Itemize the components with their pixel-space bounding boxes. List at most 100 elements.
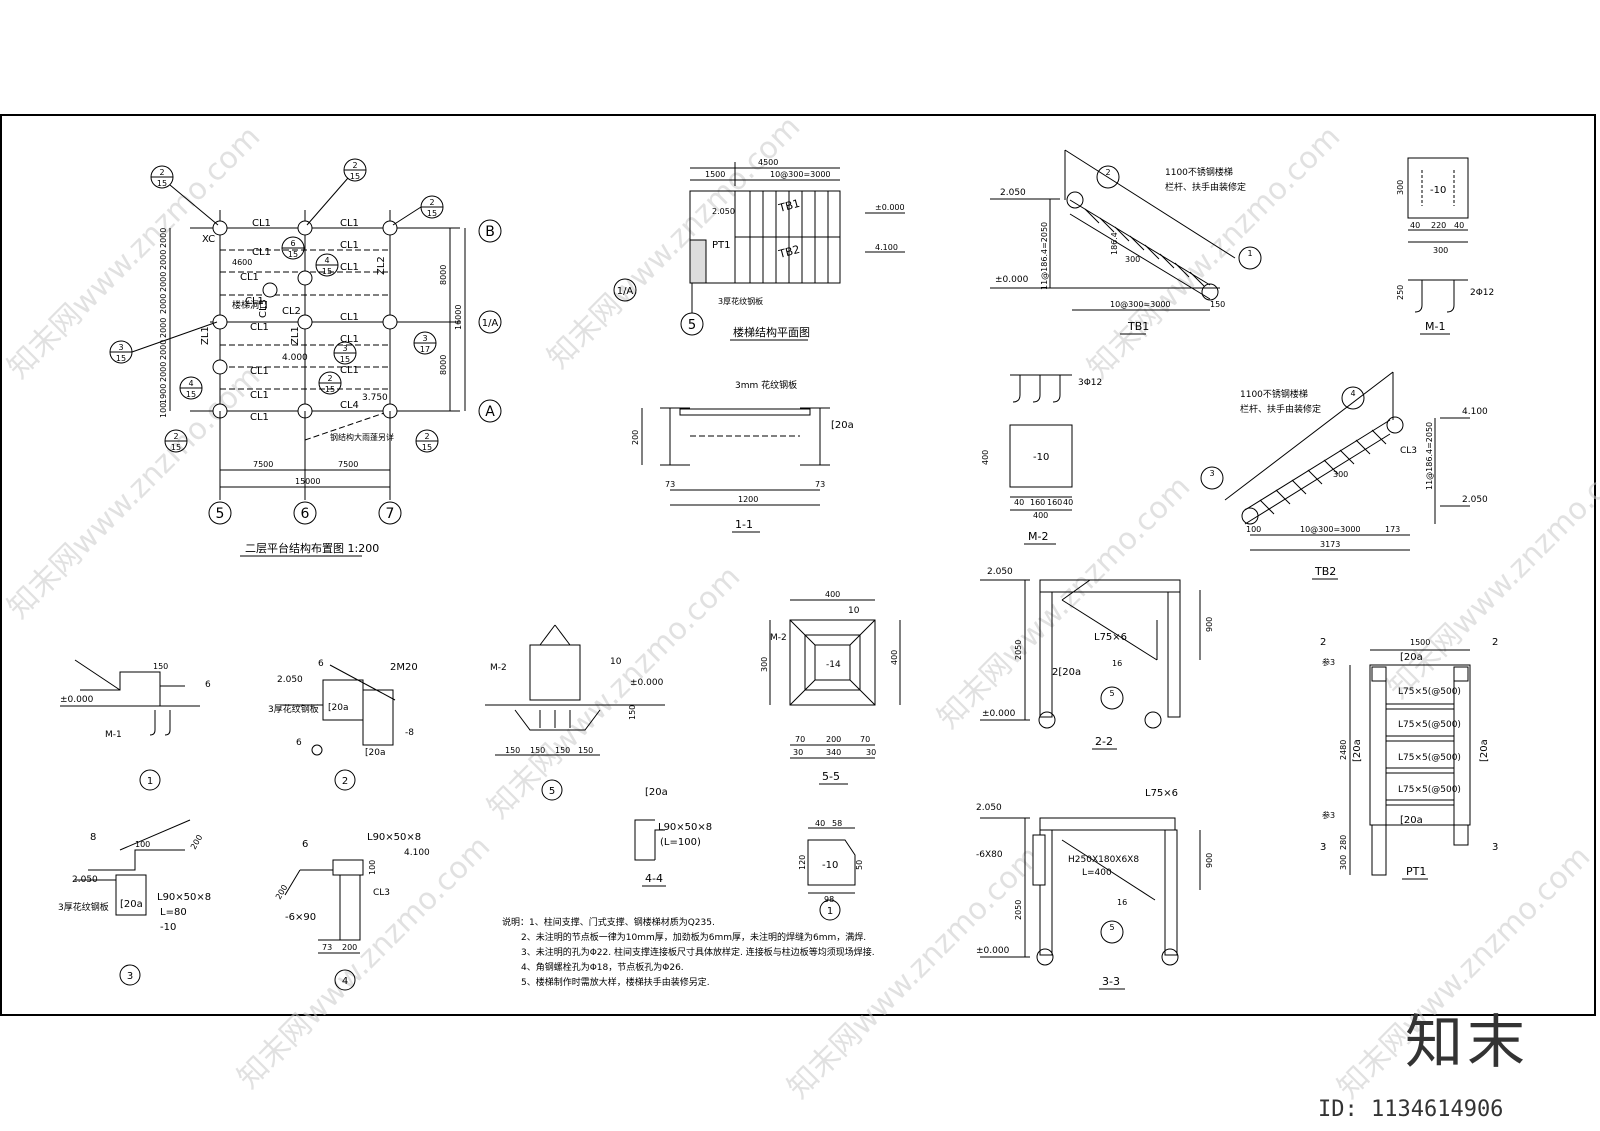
svg-text:120: 120 [798, 855, 807, 870]
svg-text:知末网www.znzmo.com: 知末网www.znzmo.com [231, 829, 497, 1095]
svg-text:73: 73 [665, 480, 675, 489]
svg-text:[20a: [20a [645, 787, 668, 798]
svg-text:150: 150 [578, 746, 593, 755]
svg-text:100: 100 [1246, 525, 1261, 534]
svg-text:40: 40 [1014, 498, 1024, 507]
drawing-frame [0, 114, 1596, 1016]
svg-text:TB1: TB1 [1127, 320, 1149, 333]
svg-text:300: 300 [1339, 855, 1348, 870]
svg-text:1500: 1500 [705, 170, 725, 179]
svg-text:L75×5(@500): L75×5(@500) [1398, 785, 1461, 795]
svg-text:98: 98 [824, 895, 834, 904]
svg-text:H250X180X6X8: H250X180X6X8 [1068, 855, 1139, 865]
svg-text:3、未注明的孔为Φ22. 柱间支撑连接板尺寸具体放样定. 连: 3、未注明的孔为Φ22. 柱间支撑连接板尺寸具体放样定. 连接板与柱边板等均须现… [521, 946, 875, 958]
svg-text:2050: 2050 [1014, 900, 1023, 920]
svg-text:2: 2 [429, 198, 434, 207]
svg-text:7500: 7500 [253, 460, 273, 469]
pt1-view: 1500 [20a L75×5(@500) L75×5(@500) L75×5(… [1320, 637, 1498, 880]
svg-text:3厚花纹钢板: 3厚花纹钢板 [268, 703, 319, 715]
svg-text:ZL2: ZL2 [376, 256, 387, 275]
svg-text:L90×50×8: L90×50×8 [658, 822, 712, 833]
svg-text:参3: 参3 [1322, 810, 1335, 820]
svg-text:2.050: 2.050 [72, 875, 98, 885]
svg-text:5: 5 [688, 318, 696, 333]
svg-text:4-4: 4-4 [645, 872, 663, 885]
svg-text:2000: 2000 [159, 272, 168, 292]
svg-text:CL1: CL1 [250, 412, 269, 423]
svg-text:70: 70 [795, 735, 805, 744]
svg-text:58: 58 [832, 819, 842, 828]
svg-text:1100不锈钢楼梯: 1100不锈钢楼梯 [1165, 166, 1233, 178]
svg-text:4.000: 4.000 [282, 353, 308, 363]
svg-text:15: 15 [171, 443, 181, 452]
svg-text:知末网www.znzmo.com: 知末网www.znzmo.com [781, 839, 1047, 1105]
svg-text:±0.000: ±0.000 [630, 678, 664, 688]
svg-text:15: 15 [116, 354, 126, 363]
svg-text:PT1: PT1 [1406, 865, 1426, 878]
svg-text:400: 400 [981, 450, 990, 465]
svg-text:[20a: [20a [1400, 815, 1423, 826]
svg-text:50: 50 [855, 860, 864, 870]
svg-text:100: 100 [159, 403, 168, 418]
svg-text:3.750: 3.750 [362, 393, 388, 403]
svg-text:220: 220 [1431, 221, 1446, 230]
svg-text:2480: 2480 [1339, 740, 1348, 760]
svg-text:1: 1 [1247, 249, 1252, 258]
svg-text:4600: 4600 [232, 258, 252, 267]
svg-text:L=80: L=80 [160, 907, 187, 918]
svg-text:16: 16 [1112, 659, 1122, 668]
svg-text:2: 2 [327, 374, 332, 383]
svg-text:400: 400 [890, 650, 899, 665]
svg-text:3: 3 [422, 334, 427, 343]
svg-text:10@300=3000: 10@300=3000 [1110, 300, 1171, 309]
svg-text:73: 73 [815, 480, 825, 489]
svg-text:300: 300 [1125, 255, 1140, 264]
svg-text:15000: 15000 [295, 477, 320, 486]
svg-text:±0.000: ±0.000 [60, 695, 94, 705]
svg-text:CL1: CL1 [340, 365, 359, 376]
svg-text:150: 150 [530, 746, 545, 755]
svg-text:4500: 4500 [758, 158, 778, 167]
svg-text:400: 400 [825, 590, 840, 599]
svg-text:M-1: M-1 [105, 730, 122, 740]
svg-text:173: 173 [1385, 525, 1400, 534]
svg-text:900: 900 [1205, 853, 1214, 868]
svg-text:±0.000: ±0.000 [982, 709, 1016, 719]
svg-text:4: 4 [342, 976, 348, 987]
svg-text:10@300=3000: 10@300=3000 [770, 170, 831, 179]
stair-plan: 4500 1500 10@300=3000 TB1 TB2 PT1 3厚花纹钢板… [613, 158, 905, 341]
svg-text:2000: 2000 [159, 318, 168, 338]
svg-text:11@186.4=2050: 11@186.4=2050 [1425, 422, 1434, 490]
svg-text:-8: -8 [405, 728, 414, 738]
svg-text:2.050: 2.050 [277, 675, 303, 685]
svg-text:CL1: CL1 [250, 390, 269, 401]
svg-text:10: 10 [610, 657, 622, 667]
svg-text:6: 6 [296, 738, 302, 748]
svg-text:5: 5 [1109, 689, 1114, 698]
svg-text:6: 6 [301, 506, 310, 522]
svg-text:4.100: 4.100 [875, 243, 898, 252]
svg-text:5: 5 [1109, 923, 1114, 932]
svg-text:5: 5 [549, 786, 555, 797]
svg-text:楼梯结构平面图: 楼梯结构平面图 [733, 325, 810, 339]
detail-1: ±0.000 M-1 150 6 1 [60, 659, 211, 791]
svg-text:CL1: CL1 [252, 218, 271, 229]
svg-text:4、角钢螺栓孔为Φ18，节点板孔为Φ26.: 4、角钢螺栓孔为Φ18，节点板孔为Φ26. [521, 961, 684, 973]
svg-text:3: 3 [1209, 469, 1214, 478]
detail-2: 2.050 3厚花纹钢板 2M20 [20a [20a -8 6 6 2 [268, 659, 418, 791]
svg-text:300: 300 [1333, 470, 1348, 479]
svg-text:3厚花纹钢板: 3厚花纹钢板 [58, 901, 109, 913]
svg-text:-10: -10 [1033, 452, 1049, 463]
svg-text:30: 30 [793, 748, 803, 757]
svg-text:30: 30 [866, 748, 876, 757]
svg-text:2[20a: 2[20a [1052, 667, 1081, 678]
svg-text:L75×6: L75×6 [1094, 632, 1127, 643]
svg-text:16000: 16000 [454, 305, 463, 330]
svg-text:11@186.4=2050: 11@186.4=2050 [1040, 222, 1049, 290]
brand-logo: 知末 [1405, 1008, 1530, 1076]
svg-text:L75×5(@500): L75×5(@500) [1398, 753, 1461, 763]
svg-text:[20a: [20a [1352, 739, 1363, 762]
svg-text:知末网www.znzmo.com: 知末网www.znzmo.com [481, 559, 747, 825]
svg-text:知末网www.znzmo.com: 知末网www.znzmo.com [1081, 119, 1347, 385]
svg-text:[20a: [20a [120, 899, 143, 910]
